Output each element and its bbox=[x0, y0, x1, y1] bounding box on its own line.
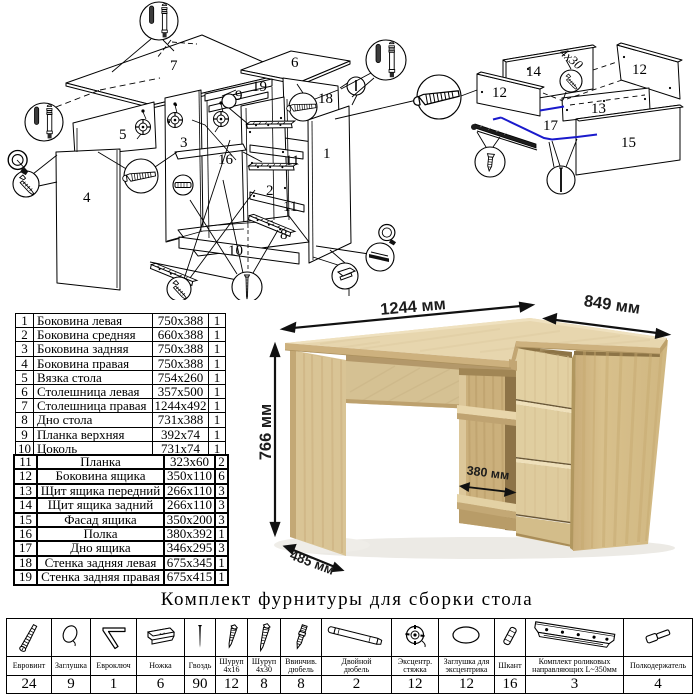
svg-text:380 мм: 380 мм bbox=[466, 463, 510, 482]
svg-text:7: 7 bbox=[170, 58, 178, 74]
svg-text:849 мм: 849 мм bbox=[583, 292, 641, 318]
svg-text:11: 11 bbox=[285, 153, 299, 169]
svg-text:12: 12 bbox=[492, 85, 507, 101]
svg-text:19: 19 bbox=[252, 79, 267, 95]
svg-text:13: 13 bbox=[591, 101, 606, 117]
svg-text:10: 10 bbox=[228, 243, 243, 259]
svg-text:766 мм: 766 мм bbox=[257, 404, 275, 461]
svg-text:14: 14 bbox=[526, 64, 542, 80]
svg-text:11: 11 bbox=[283, 199, 297, 215]
svg-text:17: 17 bbox=[543, 118, 559, 134]
svg-text:18: 18 bbox=[318, 91, 333, 107]
svg-text:6: 6 bbox=[291, 55, 299, 71]
svg-text:3: 3 bbox=[180, 135, 188, 151]
svg-text:1244 мм: 1244 мм bbox=[379, 295, 446, 319]
svg-text:1: 1 bbox=[323, 146, 331, 162]
svg-text:15: 15 bbox=[621, 135, 636, 151]
svg-text:4: 4 bbox=[83, 190, 91, 206]
svg-text:5: 5 bbox=[119, 127, 127, 143]
svg-text:2: 2 bbox=[266, 183, 274, 199]
svg-text:9: 9 bbox=[235, 88, 243, 104]
svg-text:16: 16 bbox=[218, 152, 234, 168]
svg-text:12: 12 bbox=[632, 62, 647, 78]
svg-text:8: 8 bbox=[280, 227, 288, 243]
